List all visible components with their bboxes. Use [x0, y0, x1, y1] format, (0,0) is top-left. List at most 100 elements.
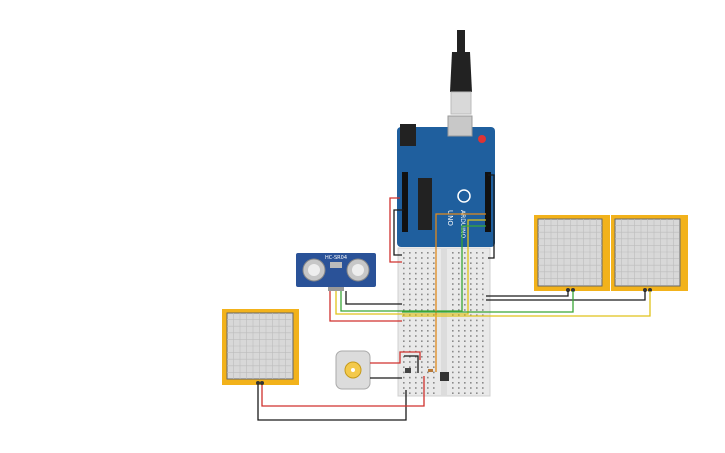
- breadboard-hole: [482, 376, 484, 379]
- breadboard-hole: [433, 309, 435, 311]
- breadboard-hole: [458, 356, 460, 358]
- breadboard-hole: [458, 387, 460, 389]
- breadboard-hole: [464, 267, 466, 270]
- breadboard-hole: [482, 252, 484, 254]
- breadboard-hole: [476, 319, 478, 322]
- breadboard-hole: [470, 387, 472, 389]
- wire-black-ultrasonic-gnd: [345, 291, 402, 305]
- breadboard-hole: [470, 257, 472, 259]
- breadboard-hole: [476, 335, 478, 337]
- breadboard-hole: [452, 324, 454, 327]
- wire-black-multimeter-right: [486, 291, 646, 301]
- breadboard-hole: [470, 340, 472, 342]
- breadboard-hole: [427, 335, 429, 337]
- breadboard-hole: [464, 309, 466, 311]
- breadboard-hole: [415, 319, 417, 322]
- multimeter-middle-terminal-2[interactable]: [571, 288, 575, 292]
- wire-yellow-ultrasonic-trig: [335, 219, 486, 315]
- breadboard-hole: [476, 350, 478, 353]
- breadboard-hole: [433, 340, 435, 342]
- breadboard-hole: [452, 371, 454, 374]
- breadboard-hole: [452, 345, 454, 348]
- breadboard-hole: [415, 272, 417, 275]
- breadboard-hole: [470, 345, 472, 348]
- breadboard-hole: [433, 387, 435, 389]
- breadboard-hole: [427, 288, 429, 290]
- breadboard-hole: [482, 330, 484, 332]
- breadboard-hole: [470, 382, 472, 384]
- breadboard-hole: [433, 324, 435, 327]
- breadboard-hole: [421, 340, 423, 342]
- breadboard-hole: [482, 345, 484, 348]
- multimeter-middle-display: [537, 218, 603, 287]
- arduino-reset-button[interactable]: [478, 135, 486, 143]
- breadboard-hole: [458, 350, 460, 353]
- breadboard-hole: [452, 298, 454, 301]
- breadboard-hole: [458, 293, 460, 296]
- breadboard-hole: [433, 267, 435, 270]
- breadboard-hole: [482, 382, 484, 384]
- breadboard-hole: [458, 392, 460, 394]
- breadboard-hole: [409, 335, 411, 337]
- multimeter-left-terminal[interactable]: [256, 381, 260, 385]
- breadboard-hole: [409, 314, 411, 316]
- dc-motor[interactable]: [335, 350, 371, 390]
- breadboard-hole: [452, 319, 454, 322]
- breadboard-hole: [409, 319, 411, 322]
- breadboard-holes: [403, 252, 484, 394]
- breadboard-hole: [458, 376, 460, 379]
- wire-black-multimeter-middle: [486, 291, 569, 297]
- breadboard-hole: [464, 304, 466, 306]
- breadboard-hole: [415, 324, 417, 327]
- breadboard-hole: [409, 298, 411, 301]
- multimeter-left-terminal-2[interactable]: [260, 381, 264, 385]
- multimeter-middle-terminal[interactable]: [566, 288, 570, 292]
- breadboard-hole: [458, 382, 460, 384]
- breadboard-hole: [409, 361, 411, 363]
- breadboard-hole: [421, 319, 423, 322]
- breadboard-hole: [452, 330, 454, 332]
- usb-cable[interactable]: [450, 30, 472, 115]
- breadboard-hole: [433, 371, 435, 374]
- ultrasonic-receiver-mesh: [352, 264, 364, 276]
- breadboard-hole: [421, 350, 423, 353]
- wire-red-ultrasonic-vcc: [329, 291, 402, 322]
- breadboard-hole: [421, 366, 423, 368]
- breadboard-hole: [415, 252, 417, 254]
- breadboard-center-channel: [441, 248, 447, 396]
- breadboard[interactable]: [397, 247, 491, 397]
- breadboard-hole: [470, 330, 472, 332]
- breadboard-hole: [433, 350, 435, 353]
- breadboard-hole: [427, 278, 429, 280]
- usb-cable-wire: [457, 30, 465, 52]
- breadboard-hole: [421, 288, 423, 290]
- breadboard-hole: [482, 262, 484, 264]
- breadboard-hole: [415, 340, 417, 342]
- breadboard-hole: [482, 356, 484, 358]
- breadboard-hole: [470, 350, 472, 353]
- breadboard-hole: [427, 304, 429, 306]
- breadboard-hole: [458, 267, 460, 270]
- breadboard-hole: [421, 314, 423, 316]
- breadboard-hole: [482, 361, 484, 363]
- breadboard-hole: [427, 350, 429, 353]
- multimeter-right[interactable]: [611, 215, 688, 292]
- multimeter-left[interactable]: [222, 309, 299, 385]
- breadboard-hole: [476, 314, 478, 316]
- breadboard-hole: [421, 257, 423, 259]
- breadboard-hole: [403, 283, 405, 285]
- breadboard-led: [405, 368, 411, 373]
- multimeter-right-terminal[interactable]: [643, 288, 647, 292]
- breadboard-hole: [470, 267, 472, 270]
- multimeter-middle[interactable]: [534, 215, 610, 292]
- breadboard-hole: [452, 356, 454, 358]
- breadboard-hole: [470, 366, 472, 368]
- arduino-uno-board[interactable]: ARDUINO UNO: [397, 115, 495, 247]
- wire-green-ultrasonic-echo: [340, 225, 486, 312]
- breadboard-hole: [452, 304, 454, 306]
- breadboard-hole: [409, 262, 411, 264]
- ultrasonic-sensor[interactable]: HC-SR04: [296, 253, 376, 291]
- breadboard-hole: [421, 262, 423, 264]
- multimeter-right-terminal-2[interactable]: [648, 288, 652, 292]
